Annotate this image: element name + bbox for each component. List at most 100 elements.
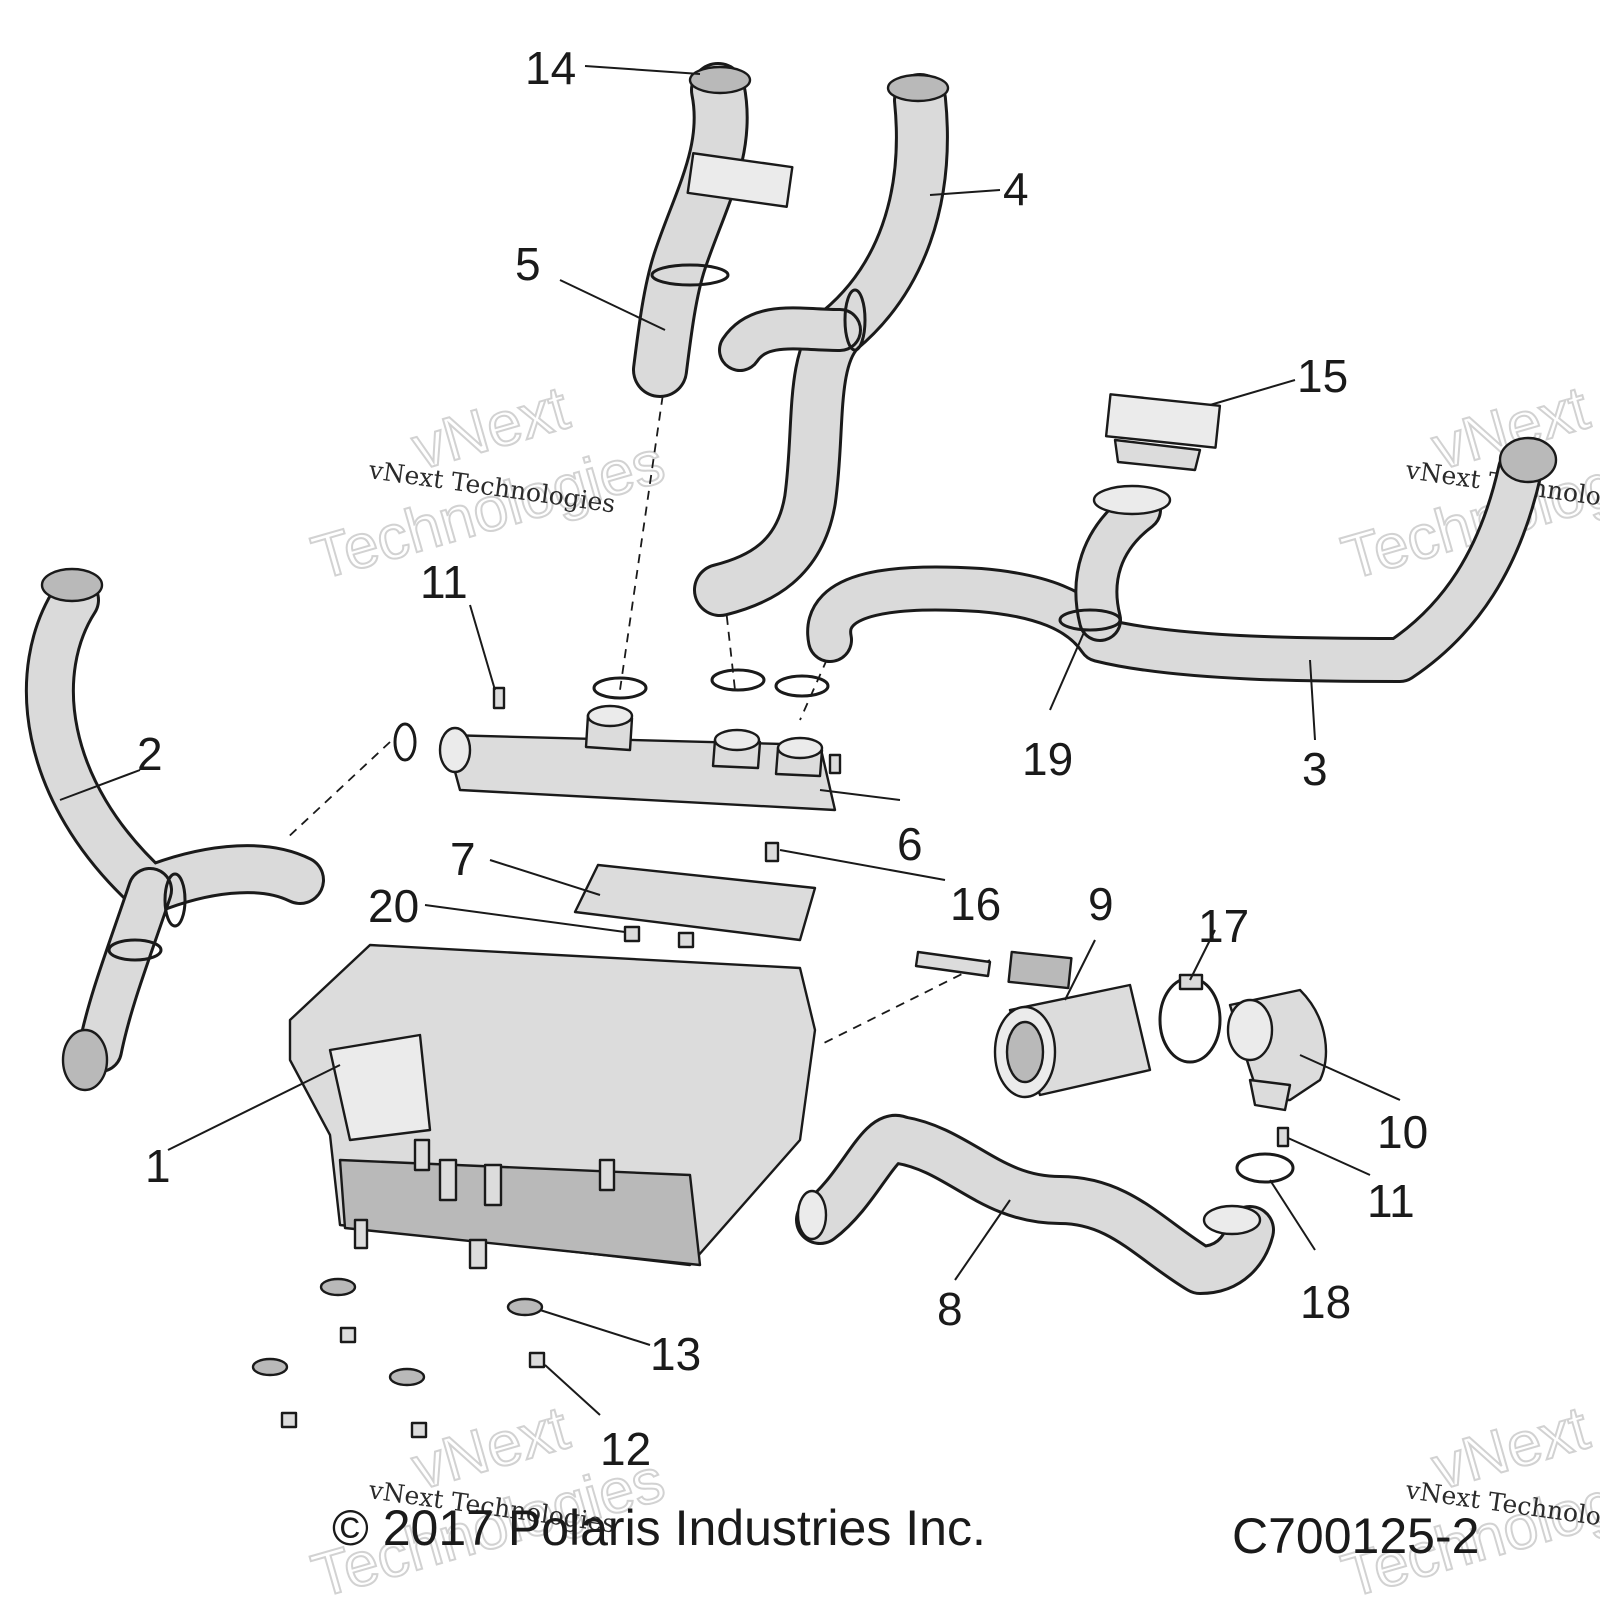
part-9-filter [993,983,1152,1099]
part-7-bracket [573,863,817,942]
duct-mouth [796,1189,828,1241]
leader-11-bottom [1287,1137,1371,1176]
leader-6 [819,789,901,801]
leader-12 [544,1364,601,1416]
part-18-clamp [1235,1152,1295,1184]
filter-core [1005,1020,1045,1084]
nut-12 [339,1326,357,1344]
clamp-screw [1178,973,1204,991]
manifold-clamp [774,674,830,698]
callout-16: 16 [950,878,1001,930]
leader-18 [1269,1179,1316,1251]
washer-13 [388,1367,426,1387]
duct-mouth [1092,484,1172,516]
elbow-outlet [1248,1078,1292,1112]
watermark-top-left: vNext Technologies vNext Technologies [304,372,673,594]
sensor [914,950,1073,990]
callout-18: 18 [1300,1276,1351,1328]
part-20-grommets [623,925,695,949]
duct-boot [1498,436,1558,484]
part-10-elbow [1226,988,1328,1112]
drawing-id: C700125-2 [1232,1508,1479,1564]
airbox-stud [353,1218,369,1250]
vent-neck [1113,438,1202,472]
screw [828,753,842,775]
callout-7: 7 [450,833,476,885]
leader-11-top [469,604,496,691]
airbox-stud [468,1238,488,1270]
nut-12 [410,1421,428,1439]
nut-12 [528,1351,546,1369]
manifold-clamp [393,722,417,762]
leader-7 [489,859,601,896]
bracket-plate [573,863,817,942]
leader-5 [559,279,666,331]
manifold-port-mouth [776,736,824,760]
washer-13 [319,1277,357,1297]
callout-4: 4 [1003,163,1029,215]
leader-1 [167,1064,341,1151]
airbox-base [338,1158,702,1267]
washer-13 [251,1357,289,1377]
part-1-airbox [288,943,817,1270]
assembly-line-2-6 [284,741,391,841]
copyright-notice: © 2017 Polaris Industries Inc. [332,1500,986,1556]
duct-boot-bottom [61,1028,109,1092]
grommet [677,931,695,949]
duct-clamp [843,288,867,352]
leader-13 [539,1309,651,1346]
airbox-stud [413,1138,431,1172]
airbox-stud [598,1158,616,1192]
callout-6: 6 [897,818,923,870]
duct-clamp [163,872,187,928]
airbox-window [328,1033,432,1142]
callout-9: 9 [1088,878,1114,930]
callout-12: 12 [600,1423,651,1475]
leader-10 [1299,1054,1401,1101]
manifold-inlet [438,726,472,774]
watermark-bottom-right: vNext Technologies vNext Technologies [1334,1392,1600,1600]
callout-19: 19 [1022,733,1073,785]
callout-14: 14 [525,42,576,94]
leader-20 [424,904,626,933]
callout-numbers: 1 2 3 4 5 6 7 8 9 10 11 11 12 13 14 15 1… [137,42,1428,1475]
leader-3 [1309,659,1316,741]
duct-boot-top [40,567,104,603]
manifold-port-mouth [713,728,761,752]
leader-2 [59,769,141,801]
leader-19 [1049,629,1086,711]
part-3-right-duct [806,436,1558,683]
leader-lines [59,65,1401,1416]
parts-12-13-hardware [251,1277,546,1439]
callout-11-top: 11 [420,556,468,608]
manifold-clamp [592,676,648,700]
elbow-mouth [1226,998,1274,1062]
nut-12 [280,1411,298,1429]
assembly-line-5-6 [619,379,666,691]
duct-clamp [107,938,163,962]
callout-15: 15 [1297,350,1348,402]
screw-11 [492,686,506,710]
callout-1: 1 [145,1140,171,1192]
callout-11-bottom: 11 [1367,1175,1415,1227]
vent-grille [686,152,794,208]
airbox-stud [438,1158,458,1202]
callout-20: 20 [368,880,419,932]
duct-clamp [1058,608,1122,632]
duct-clamp [650,263,730,287]
sensor-connector [1007,950,1073,990]
part-4-tall-duct [693,73,950,617]
grommet [623,925,641,943]
callout-5: 5 [515,238,541,290]
callout-3: 3 [1302,743,1328,795]
leader-8 [954,1199,1011,1281]
manifold-clamp [710,668,766,692]
washer-13 [506,1297,544,1317]
screw-16 [764,841,780,863]
sensor-probe [914,950,992,978]
manifold-port-mouth [586,704,634,728]
duct-boot [688,65,752,95]
screw-11 [1276,1126,1290,1148]
